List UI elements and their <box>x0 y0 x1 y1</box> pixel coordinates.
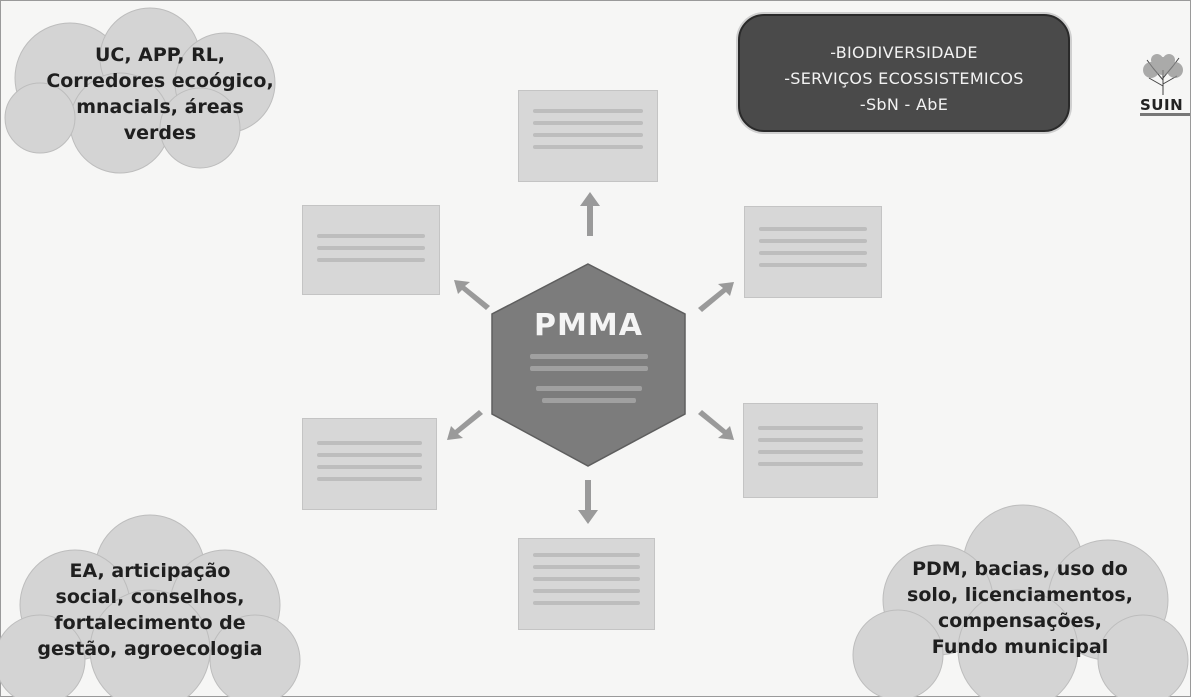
hexagon-shape <box>491 263 686 467</box>
arrow-down-icon <box>578 480 598 524</box>
pmma-hexagon: PMMA <box>490 262 687 468</box>
cloud-line: Corredores ecoógico, <box>46 70 274 92</box>
tree-logo-icon <box>1143 54 1183 95</box>
node-lower-right <box>743 403 878 498</box>
theme-line: -BIODIVERSIDADE <box>830 43 978 62</box>
cloud-line: verdes <box>123 122 197 144</box>
cloud-top-left-text: UC, APP, RL, Corredores ecoógico, mnacia… <box>10 42 310 146</box>
node-bottom <box>518 538 655 630</box>
cloud-line: social, conselhos, <box>55 586 245 608</box>
cloud-line: UC, APP, RL, <box>94 44 226 66</box>
logo-text: SUIN <box>1140 96 1184 114</box>
node-upper-left <box>302 205 440 295</box>
cloud-line: EA, articipação <box>69 560 231 582</box>
cloud-line: fortalecimento de <box>54 612 246 634</box>
cloud-bottom-left-text: EA, articipação social, conselhos, forta… <box>0 558 300 662</box>
cloud-bottom-left <box>0 514 301 697</box>
cloud-bottom-right <box>852 504 1189 697</box>
node-lower-left <box>302 418 437 510</box>
cloud-bottom-right-text: PDM, bacias, uso do solo, licenciamentos… <box>870 556 1170 660</box>
cloud-line: solo, licenciamentos, <box>907 584 1133 606</box>
pmma-title: PMMA <box>534 308 643 343</box>
node-top <box>518 90 658 182</box>
node-upper-right <box>744 206 882 298</box>
arrow-diagonal-icon <box>698 410 734 440</box>
arrow-diagonal-icon <box>454 280 490 310</box>
logo-tagline <box>1140 113 1190 116</box>
theme-line: -SERVIÇOS ECOSSISTEMICOS <box>784 69 1024 88</box>
cloud-line: Fundo municipal <box>931 636 1109 658</box>
theme-line: -SbN - AbE <box>859 95 949 114</box>
cloud-line: PDM, bacias, uso do <box>912 558 1128 580</box>
arrow-diagonal-icon <box>698 282 734 312</box>
arrow-diagonal-icon <box>447 410 483 440</box>
arrow-up-icon <box>580 192 600 236</box>
cloud-line: gestão, agroecologia <box>37 638 263 660</box>
cloud-line: mnacials, áreas <box>76 96 244 118</box>
themes-box: -BIODIVERSIDADE -SERVIÇOS ECOSSISTEMICOS… <box>738 14 1070 132</box>
cloud-top-left <box>4 7 276 174</box>
cloud-line: compensações, <box>938 610 1102 632</box>
